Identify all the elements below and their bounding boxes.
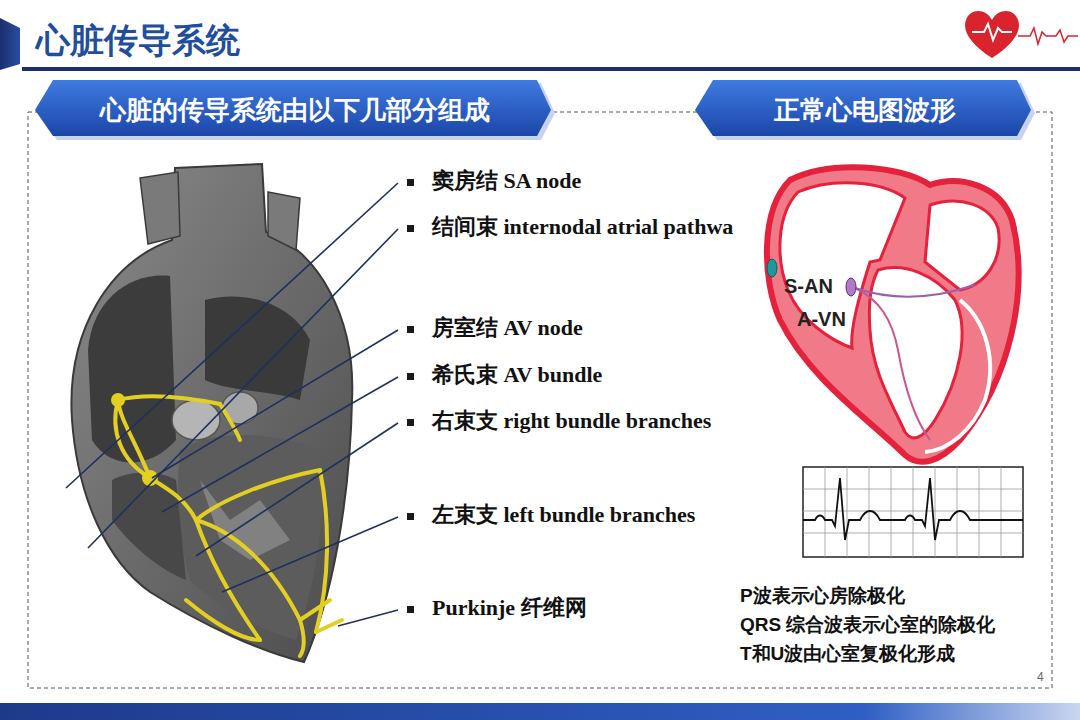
node-label: A-VN [797, 307, 846, 331]
title-rule [22, 67, 1080, 71]
ecg-strip [803, 467, 1023, 557]
banner-text-box: 正常心电图波形 [695, 80, 1035, 140]
bottom-bar [0, 703, 1080, 720]
heart-schematic [767, 167, 1019, 462]
banner-text: 正常心电图波形 [774, 93, 956, 128]
part-label: 希氏束 AV bundle [432, 362, 602, 388]
part-label: 房室结 AV node [432, 315, 583, 341]
note-text: T和U波由心室复极化形成 [740, 643, 955, 666]
heart-illustration [71, 164, 352, 662]
heart-icon [965, 11, 1078, 58]
banner-header: 正常心电图波形 [695, 80, 1035, 140]
note-text: QRS 综合波表示心室的除极化 [740, 614, 995, 637]
part-label: 左束支 left bundle branches [432, 502, 695, 528]
banner-text: 心脏的传导系统由以下几部分组成 [100, 93, 490, 128]
part-label: 窦房结 SA node [432, 168, 581, 194]
corner-tab [0, 18, 20, 70]
banner-text-box: 心脏的传导系统由以下几部分组成 [35, 80, 555, 140]
dashed-frame [28, 112, 1052, 688]
part-label: 结间束 internodal atrial pathwa [432, 214, 733, 240]
page-number: 4 [1037, 670, 1044, 684]
part-label: 右束支 right bundle branches [432, 408, 711, 434]
node-label: S-AN [784, 274, 833, 298]
bullet-squares [407, 179, 414, 613]
leader-lines [66, 183, 398, 626]
part-label: Purkinje 纤维网 [432, 595, 587, 621]
banner-header: 心脏的传导系统由以下几部分组成 [35, 80, 555, 140]
note-text: P波表示心房除极化 [740, 585, 905, 608]
slide-title: 心脏传导系统 [36, 18, 240, 64]
